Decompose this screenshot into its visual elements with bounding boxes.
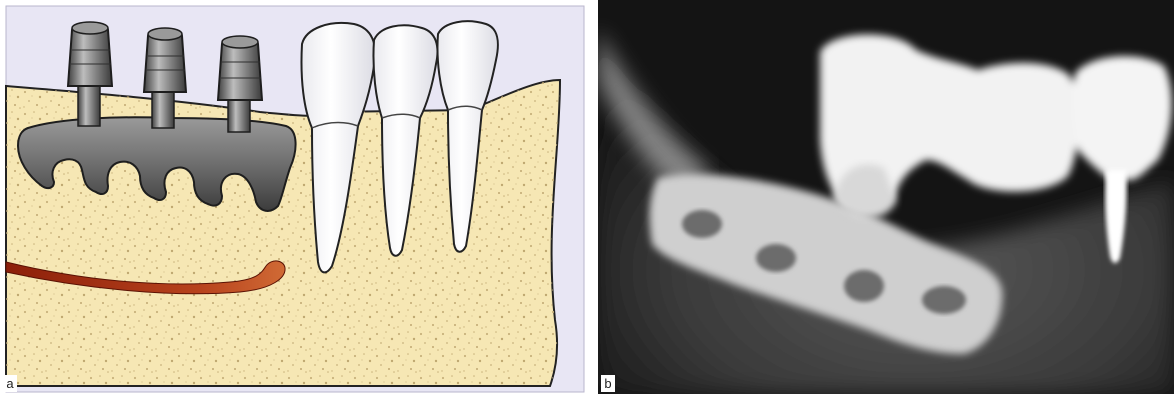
panel-b-radiograph: b [598, 0, 1174, 394]
panel-a-illustration: a [0, 0, 588, 394]
natural-teeth [301, 21, 497, 272]
plate-hole-1 [682, 210, 722, 238]
radiograph-canvas [598, 0, 1174, 394]
plate-hole-4 [922, 286, 966, 314]
illustration-canvas [0, 0, 588, 394]
plate-hole-2 [756, 244, 796, 272]
panel-b-label: b [601, 375, 615, 392]
panel-a-label: a [3, 375, 17, 392]
plate-hole-3 [844, 270, 884, 302]
